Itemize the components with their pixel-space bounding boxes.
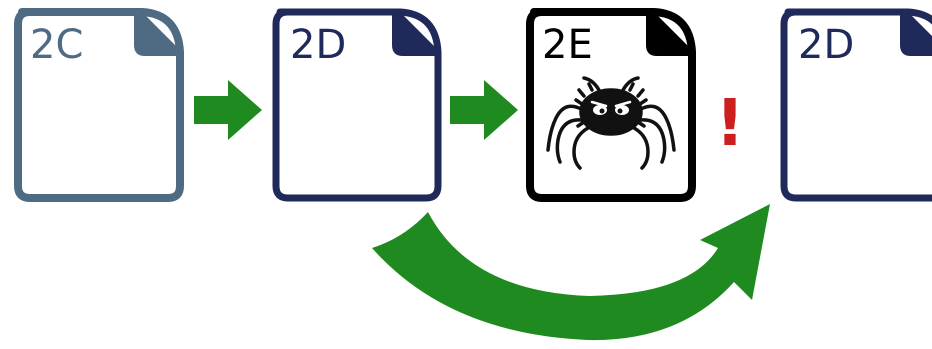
document-2e: 2E: [526, 8, 696, 202]
document-2c-fold: [134, 12, 180, 56]
document-2d-second: 2D: [780, 8, 932, 202]
document-2e-label: 2E: [542, 22, 593, 68]
document-2d-first: 2D: [272, 8, 442, 202]
warning-exclamation: !: [715, 87, 744, 161]
document-2d-first-label: 2D: [290, 22, 346, 68]
document-2c-label: 2C: [30, 22, 83, 68]
arrow-2d-to-2e: [450, 80, 518, 140]
document-2d-first-fold: [392, 12, 438, 56]
spider-bug-icon: [546, 76, 676, 170]
arrow-skip-2e: [372, 204, 770, 341]
arrow-2c-to-2d: [194, 80, 262, 140]
document-2d-first-outline: [272, 8, 442, 202]
document-2e-fold: [646, 12, 692, 56]
document-2c: 2C: [14, 8, 184, 202]
document-2d-second-outline: [780, 8, 932, 202]
document-2d-second-label: 2D: [798, 22, 854, 68]
document-2d-second-fold: [900, 12, 932, 56]
document-2c-outline: [14, 8, 184, 202]
